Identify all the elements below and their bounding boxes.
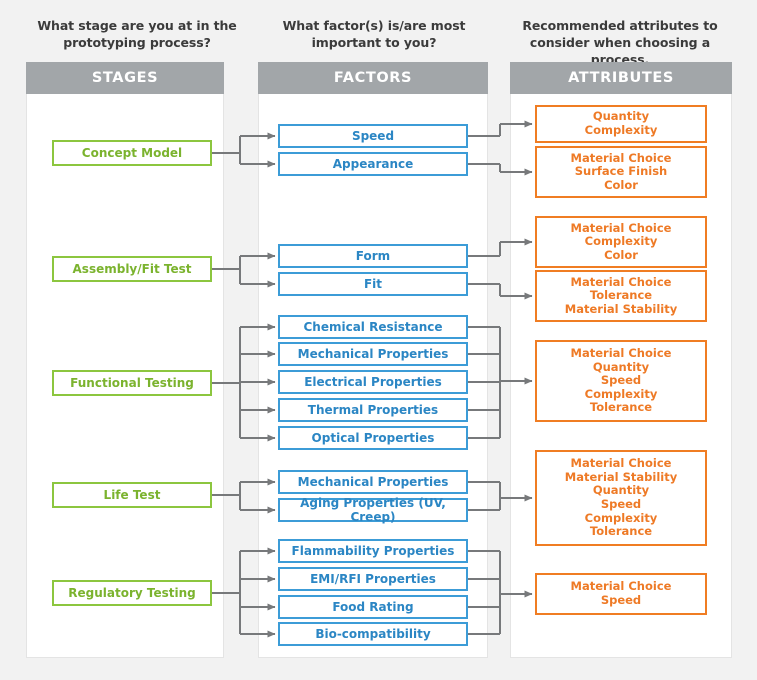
attribute-node[interactable]: Material Choice Material Stability Quant… xyxy=(535,450,707,546)
factor-node[interactable]: Thermal Properties xyxy=(278,398,468,422)
factor-node[interactable]: Bio-compatibility xyxy=(278,622,468,646)
attribute-node[interactable]: Material Choice Speed xyxy=(535,573,707,615)
factor-node[interactable]: Flammability Properties xyxy=(278,539,468,563)
stage-node[interactable]: Life Test xyxy=(52,482,212,508)
factor-node[interactable]: Mechanical Properties xyxy=(278,470,468,494)
factor-node[interactable]: Electrical Properties xyxy=(278,370,468,394)
attribute-node[interactable]: Material Choice Complexity Color xyxy=(535,216,707,268)
attribute-node[interactable]: Material Choice Quantity Speed Complexit… xyxy=(535,340,707,422)
factor-node[interactable]: Aging Properties (UV, Creep) xyxy=(278,496,468,524)
factor-node[interactable]: Fit xyxy=(278,272,468,296)
stage-node[interactable]: Concept Model xyxy=(52,140,212,166)
attribute-node[interactable]: Material Choice Surface Finish Color xyxy=(535,146,707,198)
factor-node[interactable]: Form xyxy=(278,244,468,268)
stage-node[interactable]: Assembly/Fit Test xyxy=(52,256,212,282)
attributes-column-header: ATTRIBUTES xyxy=(510,62,732,94)
attribute-node[interactable]: Quantity Complexity xyxy=(535,105,707,143)
factor-node[interactable]: EMI/RFI Properties xyxy=(278,567,468,591)
factor-node[interactable]: Food Rating xyxy=(278,595,468,619)
stages-column-header: STAGES xyxy=(26,62,224,94)
stages-question-caption: What stage are you at in the prototyping… xyxy=(37,18,237,50)
factor-node[interactable]: Mechanical Properties xyxy=(278,342,468,366)
factors-question-caption: What factor(s) is/are most important to … xyxy=(282,18,466,50)
factor-node[interactable]: Speed xyxy=(278,124,468,148)
factors-column-header: FACTORS xyxy=(258,62,488,94)
stage-node[interactable]: Regulatory Testing xyxy=(52,580,212,606)
factor-node[interactable]: Optical Properties xyxy=(278,426,468,450)
attribute-node[interactable]: Material Choice Tolerance Material Stabi… xyxy=(535,270,707,322)
factor-node[interactable]: Chemical Resistance xyxy=(278,315,468,339)
stage-node[interactable]: Functional Testing xyxy=(52,370,212,396)
factor-node[interactable]: Appearance xyxy=(278,152,468,176)
